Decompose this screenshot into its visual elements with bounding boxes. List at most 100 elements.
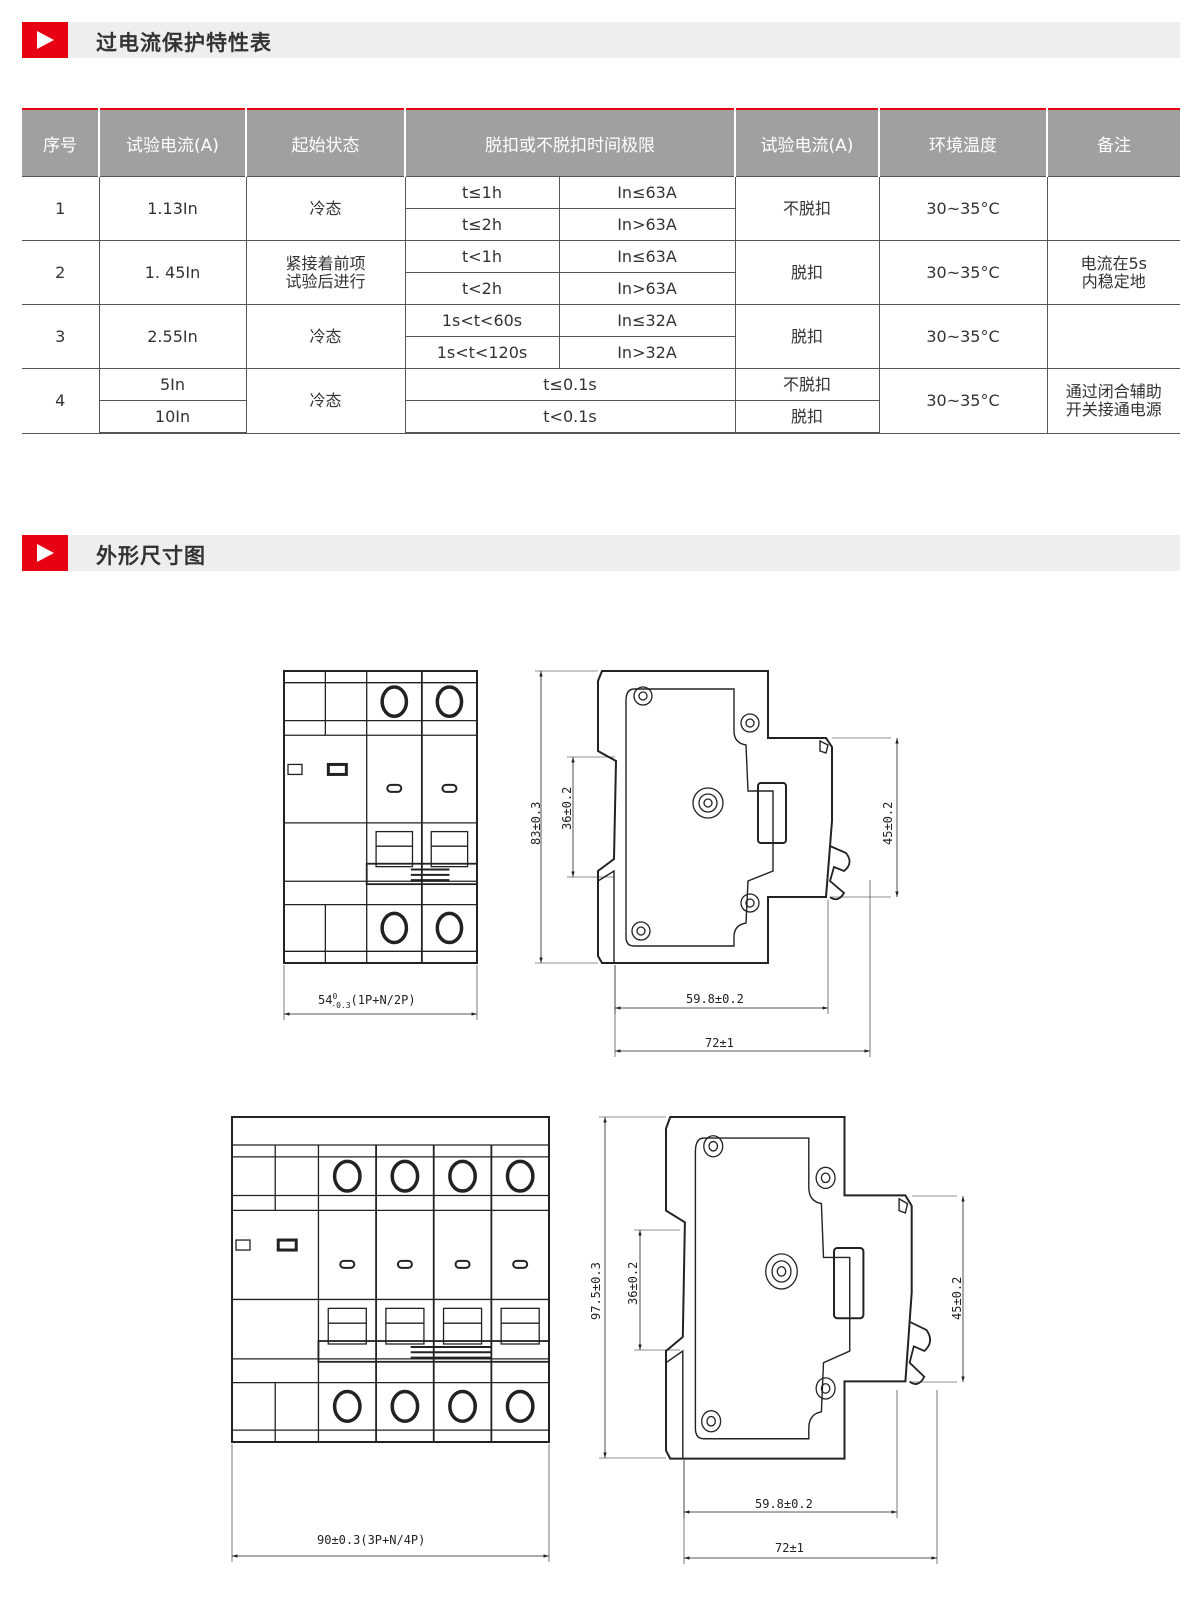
body-outline [598,671,832,963]
terminal-screw-icon [332,1159,362,1193]
terminal-screw-icon [505,1389,535,1423]
cell-result: 不脱扣 [734,176,880,241]
screw-icon [746,719,754,727]
cell-current: 10In [99,400,247,434]
cell-condition: In>32A [558,336,735,369]
cell-note [1046,304,1180,369]
dim-width-small: 540-0.3(1P+N/2P) [318,992,416,1010]
indicator-window [441,783,458,793]
overcurrent-protection-table: 序号 试验电流(A) 起始状态 脱扣或不脱扣时间极限 试验电流(A) 环境温度 … [22,108,1180,434]
terminal-screw-icon [332,1389,362,1423]
screw-icon [639,692,647,700]
cell-current: 1. 45In [98,240,247,305]
latch [899,1199,907,1213]
table-row: 10In t<0.1s 脱扣 [22,400,1180,434]
screw-icon [704,1136,723,1157]
handle-bar [317,1340,550,1363]
cell-state: 冷态 [245,368,406,434]
terminal-screw-icon [435,685,464,719]
rail-clip [598,871,614,963]
table-row: 4 5In 冷态 t≤0.1s 不脱扣 30~35°C 通过闭合辅助 开关接通电… [22,368,1180,434]
cell-temp: 30~35°C [878,176,1048,241]
handle-lever [910,1322,931,1384]
handle-slot [500,1307,540,1345]
handle-slot [430,830,469,868]
header-cell: 试验电流(A) [98,109,246,177]
terminal-screw-icon [435,911,464,945]
cell-temp: 30~35°C [878,368,1048,434]
screw-icon [634,687,652,705]
dim-overall-depth-small: 72±1 [705,1036,734,1050]
front-outline [231,1116,550,1443]
rivet-icon [699,794,717,812]
test-window [235,1239,251,1251]
handle-slot [442,1307,483,1345]
section-title: 外形尺寸图 [96,544,206,568]
indicator-window [339,1259,356,1269]
screw-icon [821,1384,829,1393]
screw-icon [637,927,645,935]
dim-front-height-small: 45±0.2 [881,802,895,845]
section-title: 过电流保护特性表 [96,31,272,55]
terminal-screw-icon [448,1159,477,1193]
cell-current: 2.55In [98,304,247,369]
cell-note: 电流在5s 内稳定地 [1046,240,1180,305]
handle-slot [385,1307,425,1345]
dim-front-height-large: 45±0.2 [950,1277,964,1320]
terminal-screw-icon [505,1159,535,1193]
cell-no: 4 [22,368,100,434]
play-arrow-icon [22,22,68,58]
cell-time: t≤1h [404,176,560,209]
indicator-window [454,1259,471,1269]
table-row: t≤2h In>63A [22,208,1180,241]
dim-height-large: 97.5±0.3 [589,1262,603,1320]
screw-icon [741,714,759,732]
rivet-icon [766,1254,798,1289]
table-row: t<2h In>63A [22,272,1180,305]
header-cell: 脱扣或不脱扣时间极限 [404,109,735,177]
cell-result: 不脱扣 [734,368,880,401]
cell-current: 5In [98,368,247,401]
indicator-window [396,1259,413,1269]
cell-state: 紧接着前项 试验后进行 [245,240,406,305]
indicator-window [512,1259,529,1269]
rivet-icon [777,1267,785,1276]
screw-icon [709,1142,717,1151]
cell-time: t<0.1s [404,400,736,434]
header-cell: 序号 [22,109,99,177]
terminal-screw-icon [390,1159,420,1193]
indicator-window [386,783,403,793]
handle-bar [365,862,478,886]
cell-condition: In>63A [558,272,735,305]
inner-outline [695,1138,849,1439]
dim-rail-large: 36±0.2 [626,1262,640,1305]
screw-icon [821,1173,829,1182]
cell-no: 2 [22,240,100,305]
screw-icon [702,1411,721,1432]
side-view [598,671,850,963]
play-arrow-icon [22,535,68,571]
cell-state: 冷态 [245,304,406,369]
dim-depth-large: 59.8±0.2 [755,1497,813,1511]
front-view [231,1116,550,1443]
cell-result: 脱扣 [734,400,879,434]
table-row: 1s<t<120s In>32A [22,336,1180,369]
terminal-screw-icon [380,685,409,719]
handle-slot [375,830,414,868]
handle-lever [830,846,850,899]
brand-label [834,1248,863,1318]
terminal-screw-icon [380,911,409,945]
table-row: 1 1.13In 冷态 t≤1h In≤63A 不脱扣 30~35°C [22,176,1180,241]
inner-outline [626,689,773,946]
screw-icon [632,922,650,940]
header-cell: 备注 [1046,109,1180,177]
cell-condition: In≤32A [558,304,736,337]
cell-state: 冷态 [245,176,406,241]
test-button [326,762,348,776]
cell-no: 3 [22,304,100,369]
body-outline [666,1117,912,1459]
dim-width-large: 90±0.3(3P+N/4P) [317,1533,425,1547]
rivet-icon [693,788,723,818]
screw-icon [816,1378,835,1399]
